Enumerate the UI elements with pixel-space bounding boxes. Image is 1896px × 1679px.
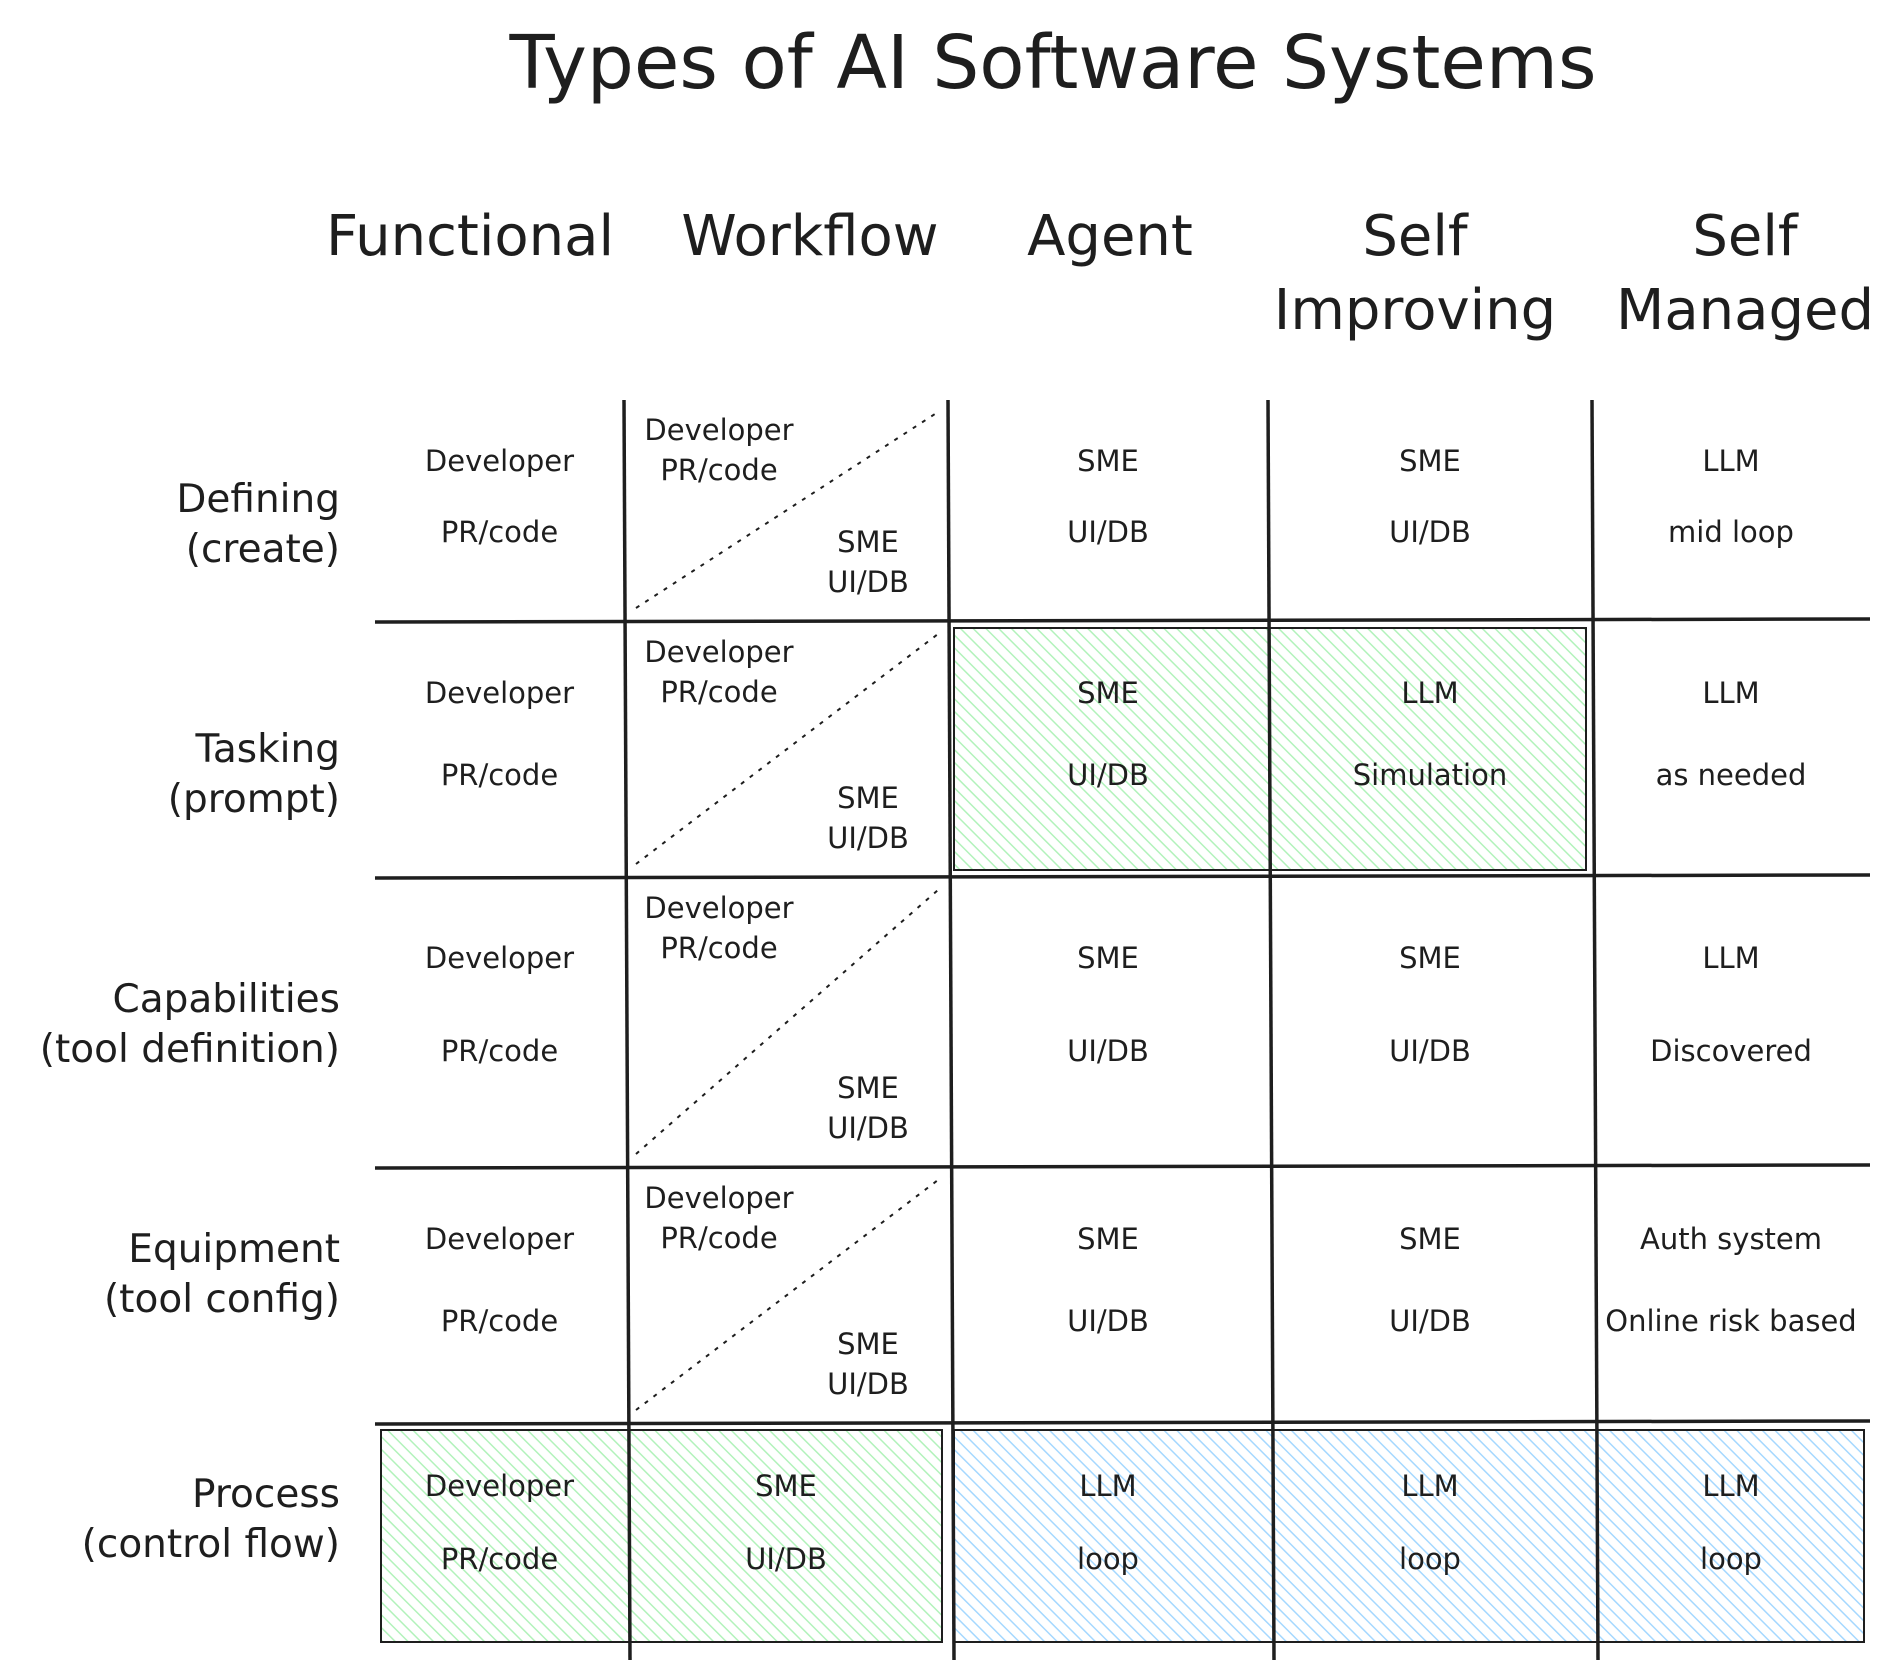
cell-upper-text: Developer PR/code xyxy=(644,413,794,487)
workflow-diagonal-3 xyxy=(635,1179,939,1411)
cell-bottom-text: loop xyxy=(1077,1541,1139,1576)
vertical-line-3 xyxy=(1266,399,1276,1661)
cell-top-text: SME xyxy=(1399,941,1461,976)
workflow-diagonal-0 xyxy=(635,411,939,609)
grid-lines xyxy=(374,399,1871,1661)
cell-top-text: SME xyxy=(1077,675,1139,710)
vertical-line-2 xyxy=(946,399,956,1661)
cell-bottom-text: UI/DB xyxy=(1389,515,1471,550)
column-header-workflow: Workflow xyxy=(681,204,939,269)
cell-bottom-text: as needed xyxy=(1655,757,1807,792)
cell-top-text: Developer xyxy=(424,1221,575,1256)
horizontal-line-2 xyxy=(374,873,1871,880)
cell-bottom-text: UI/DB xyxy=(1389,1034,1471,1068)
cell-bottom-text: PR/code xyxy=(440,515,559,550)
cell-top-text: LLM xyxy=(1401,1469,1459,1504)
diagram-title: Types of AI Software Systems xyxy=(509,20,1597,106)
vertical-line-1 xyxy=(622,399,632,1661)
cell-top-text: LLM xyxy=(1702,444,1760,479)
cell-top-text: LLM xyxy=(1702,675,1760,710)
cell-bottom-text: PR/code xyxy=(440,1303,559,1338)
cell-bottom-text: loop xyxy=(1399,1541,1461,1576)
cell-bottom-text: UI/DB xyxy=(1389,1303,1471,1338)
vertical-line-4 xyxy=(1590,399,1600,1661)
column-header-functional: Functional xyxy=(325,204,615,269)
cell-top-text: Developer xyxy=(424,1469,575,1504)
cell-bottom-text: UI/DB xyxy=(1067,1034,1149,1068)
cell-top-text: SME xyxy=(1077,1221,1139,1256)
row-header-process: Process (control flow) xyxy=(81,1472,340,1567)
row-header-tasking: Tasking (prompt) xyxy=(167,727,340,822)
cell-bottom-text: UI/DB xyxy=(1067,1303,1149,1338)
cell-top-text: SME xyxy=(1077,444,1139,479)
cell-bottom-text: Online risk based xyxy=(1605,1303,1857,1338)
horizontal-line-3 xyxy=(374,1163,1871,1170)
horizontal-line-4 xyxy=(374,1419,1871,1426)
column-header-agent: Agent xyxy=(1027,204,1193,269)
highlight-green-1 xyxy=(380,1429,943,1643)
column-header-self-improving: Self Improving xyxy=(1273,204,1557,343)
cell-top-text: LLM xyxy=(1702,941,1760,976)
workflow-diagonal-2 xyxy=(635,889,939,1155)
cell-top-text: SME xyxy=(1399,1221,1461,1256)
cell-top-text: Auth system xyxy=(1639,1221,1823,1256)
cell-top-text: Developer xyxy=(424,941,575,976)
cell-bottom-text: PR/code xyxy=(440,1541,559,1576)
cell-bottom-text: PR/code xyxy=(440,1034,559,1068)
column-header-self-managed: Self Managed xyxy=(1616,204,1874,343)
cell-bottom-text: Discovered xyxy=(1650,1034,1812,1068)
horizontal-line-1 xyxy=(374,617,1871,624)
row-header-equipment: Equipment (tool config) xyxy=(103,1227,340,1322)
cell-upper-text: Developer PR/code xyxy=(644,635,794,709)
cell-top-text: LLM xyxy=(1079,1469,1137,1504)
cell-bottom-text: UI/DB xyxy=(745,1541,827,1576)
row-header-defining: Defining (create) xyxy=(176,477,340,572)
cell-bottom-text: Simulation xyxy=(1352,757,1508,792)
cell-upper-text: Developer PR/code xyxy=(644,891,794,965)
highlight-blue-2 xyxy=(953,1429,1865,1643)
cell-top-text: Developer xyxy=(424,675,575,710)
cell-lower-text: SME UI/DB xyxy=(827,1071,909,1145)
cell-bottom-text: UI/DB xyxy=(1067,757,1149,792)
cell-top-text: SME xyxy=(755,1469,817,1504)
cell-lower-text: SME UI/DB xyxy=(827,781,909,855)
cell-bottom-text: loop xyxy=(1700,1541,1762,1576)
cell-upper-text: Developer PR/code xyxy=(644,1181,794,1255)
workflow-diagonal-1 xyxy=(635,633,939,865)
cell-top-text: SME xyxy=(1399,444,1461,479)
cell-lower-text: SME UI/DB xyxy=(827,525,909,599)
cell-bottom-text: mid loop xyxy=(1668,515,1794,550)
row-header-capabilities: Capabilities (tool definition) xyxy=(39,977,340,1072)
cell-bottom-text: UI/DB xyxy=(1067,515,1149,550)
cell-top-text: Developer xyxy=(424,444,575,479)
workflow-diagonals xyxy=(635,411,939,1411)
cell-bottom-text: PR/code xyxy=(440,757,559,792)
cell-lower-text: SME UI/DB xyxy=(827,1327,909,1401)
cell-top-text: LLM xyxy=(1401,675,1459,710)
cell-top-text: LLM xyxy=(1702,1469,1760,1504)
cell-top-text: SME xyxy=(1077,941,1139,976)
